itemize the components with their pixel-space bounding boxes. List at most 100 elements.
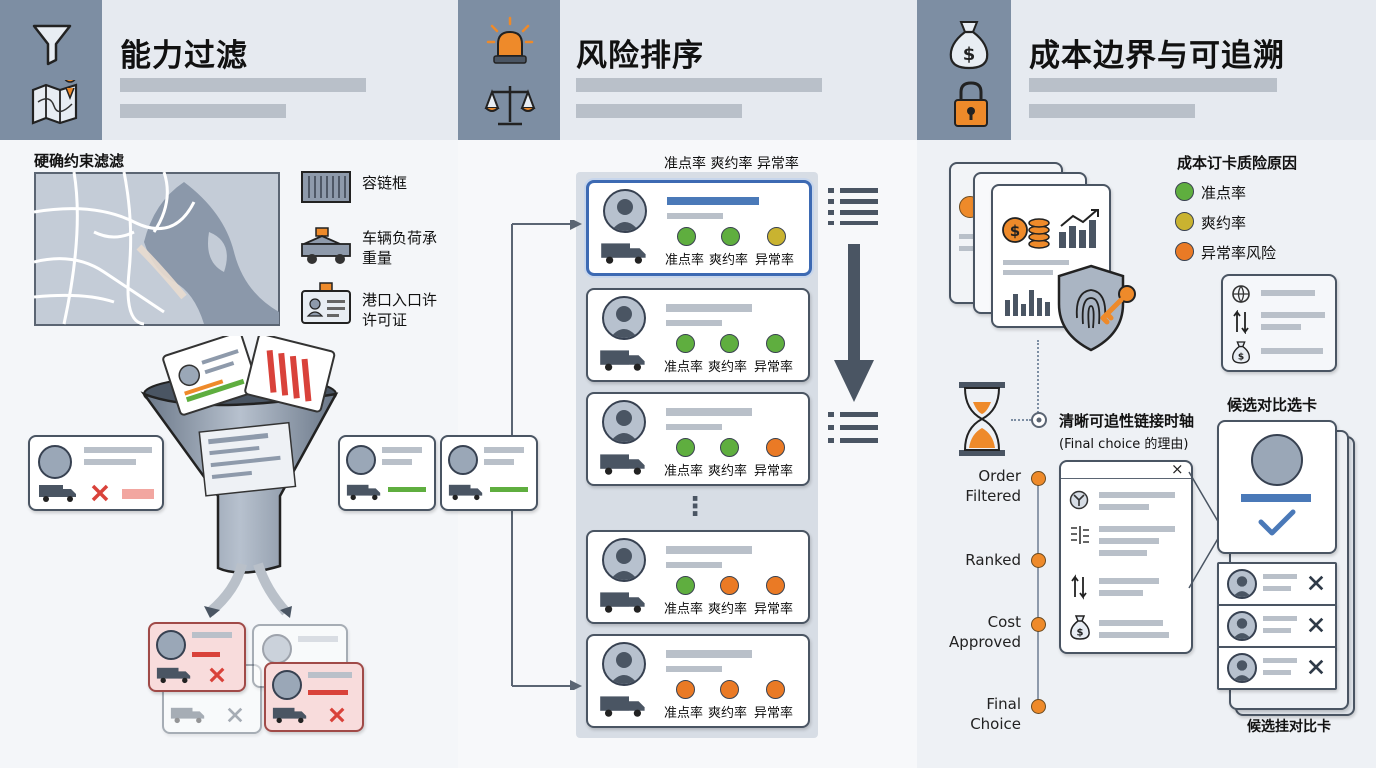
timeline-label: Ranked [965,551,1021,569]
security-shield-fingerprint-icon [1057,264,1136,352]
placeholder-line [382,447,422,453]
driver-avatar [1227,569,1257,599]
sort-arrows-icon [1071,574,1087,600]
cause-legend-dot [1175,242,1194,261]
timeline-dot [1031,471,1046,486]
dotted-connector [1037,340,1039,420]
list-icon [828,412,878,443]
ranked-carrier-card[interactable]: 准点率爽约率异常率 [586,392,810,486]
ranked-carrier-card[interactable]: 准点率爽约率异常率 [586,634,810,728]
panel1-title: 能力过滤 [120,38,248,74]
alarm-siren-icon [486,16,534,64]
metric-dot-green [766,334,785,353]
panel3-icon-strip: $ [917,0,1011,140]
reject-x-icon [91,484,109,502]
truck-icon [346,484,381,501]
truck-icon [598,590,648,618]
placeholder-line [1003,270,1053,275]
metric-dot-green [720,438,739,457]
metric-label: 异常率 [754,706,794,721]
ranked-carrier-card[interactable]: 准点率爽约率异常率 [586,530,810,624]
metric-dot-orange [766,576,785,595]
driver-avatar [603,189,647,233]
metric-dot-orange [720,576,739,595]
metrics-header: 准点率 爽约率 异常率 [664,156,799,172]
driver-avatar [602,642,646,686]
cause-legend-label: 爽约率 [1201,214,1247,232]
placeholder-line [1261,312,1325,318]
close-icon[interactable]: × [1171,460,1184,478]
metric-dot-green [676,438,695,457]
metric-dot-green [676,334,695,353]
legend-label-vehicle: 车辆负荷承重量 [362,229,438,267]
section-label: 硬确约束滤滤 [34,152,125,170]
placeholder-line [192,632,232,638]
panel-cost-traceability: $ 成本边界与可追溯 $ [917,0,1376,768]
driver-avatar [602,538,646,582]
placeholder-bar [120,78,366,92]
candidate-row[interactable] [1217,604,1337,648]
panel2-icon-strip [458,0,560,140]
reject-x-icon [209,667,225,683]
ranking-list-icon [1071,526,1089,544]
accept-bar [388,487,426,492]
placeholder-line [308,672,352,678]
placeholder-line [484,459,514,465]
reject-bar [192,652,220,657]
reject-x-icon [1308,659,1324,675]
candidate-row[interactable] [1217,646,1337,690]
placeholder-line [84,447,152,453]
selected-candidate-card[interactable] [1217,420,1337,554]
reject-bar [308,690,348,695]
metric-label: 爽约率 [708,464,748,479]
driver-avatar [602,400,646,444]
timeline-axis [1037,474,1039,708]
metric-label: 准点率 [664,464,704,479]
truck-icon [599,241,649,269]
driver-avatar [156,630,186,660]
reject-bar [122,489,154,499]
timeline-link [1011,419,1031,421]
reject-x-icon [227,707,243,723]
bar-growth-icon [1059,209,1099,248]
driver-avatar [38,445,72,479]
driver-avatar [262,634,292,664]
placeholder-line [666,424,722,430]
truck-icon [170,707,205,724]
svg-text:$: $ [1077,628,1084,639]
metric-dot-orange [676,680,695,699]
placeholder-line [1263,628,1291,633]
tow-truck-icon [301,227,351,264]
placeholder-line [1263,658,1297,663]
panel2-title: 风险排序 [576,38,704,74]
placeholder-line [1099,632,1169,638]
port-permit-badge-icon [301,282,351,324]
placeholder-line [1261,290,1315,296]
coin-stack-icon: $ [1002,217,1050,249]
candidate-row[interactable] [1217,562,1337,606]
panel-capability-filter: 能力过滤 硬确约束滤滤 容链框 车辆负 [0,0,538,768]
placeholder-line [666,408,752,416]
placeholder-line [1261,348,1323,354]
driver-avatar [602,296,646,340]
flow-arrows [204,562,292,618]
placeholder-line [298,636,338,642]
placeholder-line [666,304,752,312]
placeholder-bar [120,104,286,118]
ranked-carrier-card[interactable]: 准点率爽约率异常率 [586,180,812,276]
driver-avatar [1227,653,1257,683]
list-ellipsis: ⋮ [682,492,708,522]
metric-dot-green [721,227,740,246]
metric-label: 准点率 [665,253,705,268]
placeholder-line [1099,492,1175,498]
placeholder-line [1099,620,1163,626]
ranked-carrier-card[interactable]: 准点率爽约率异常率 [586,288,810,382]
placeholder-bar [576,78,822,92]
placeholder-line [1099,504,1149,510]
selected-bar [1241,494,1311,502]
placeholder-line [84,459,136,465]
reject-x-icon [329,707,345,723]
